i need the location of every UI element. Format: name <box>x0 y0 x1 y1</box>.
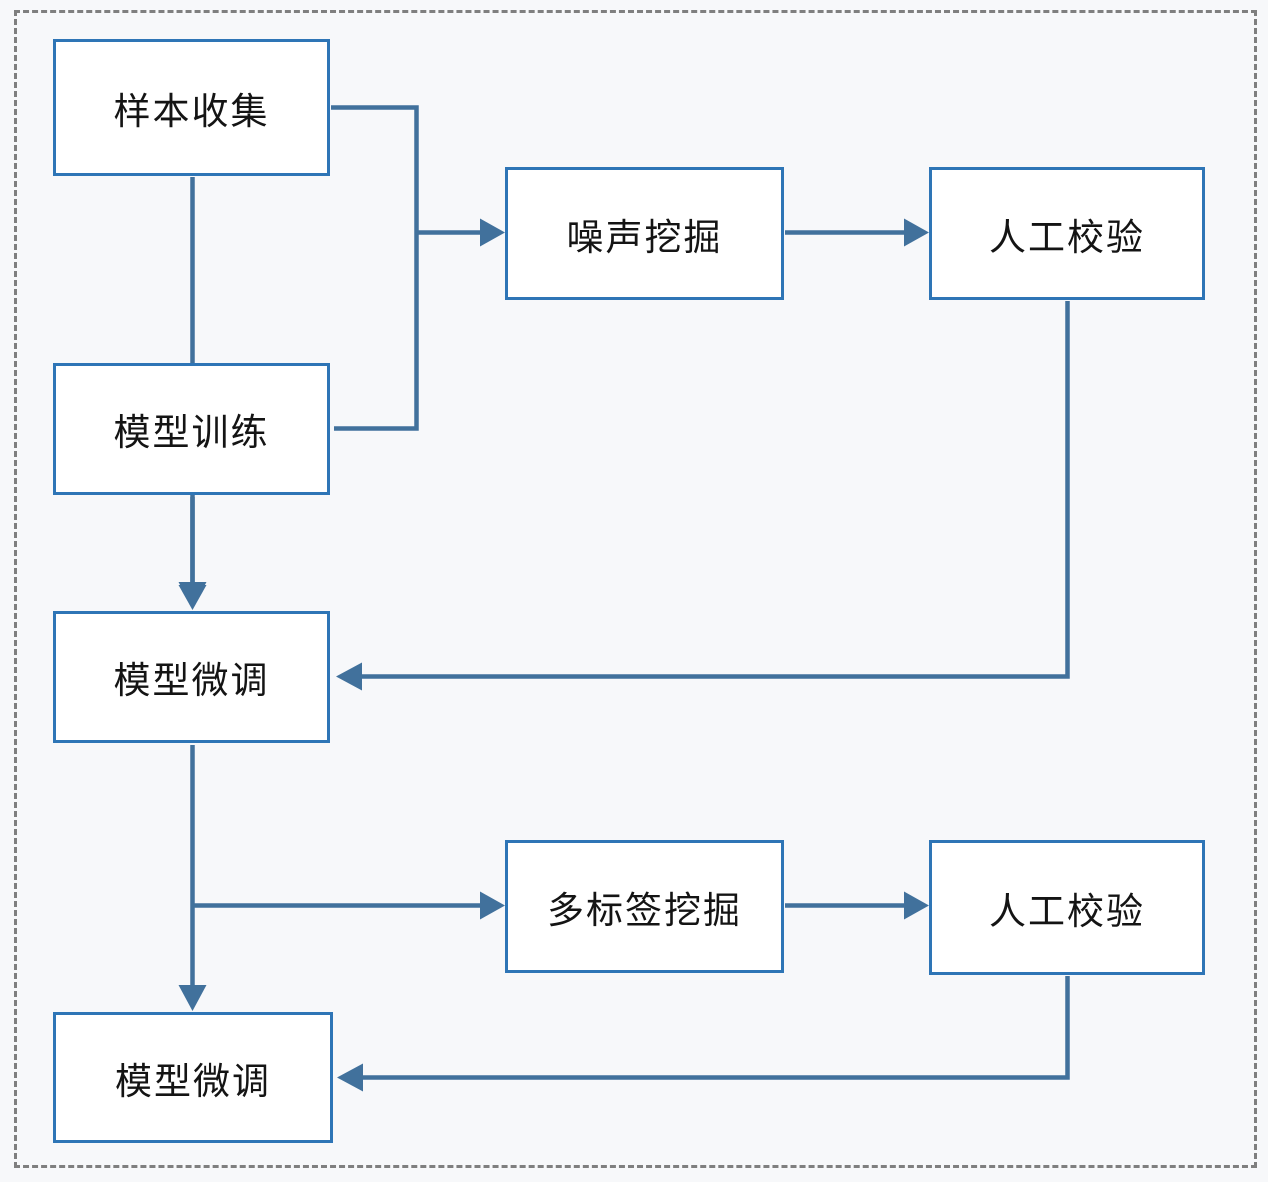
node-manual-check-bottom: 人工校验 <box>929 840 1205 975</box>
node-model-finetune-1-label: 模型微调 <box>113 660 270 701</box>
node-model-finetune-2-label: 模型微调 <box>115 1060 271 1102</box>
arrow-multilabel-to-manual-bottom <box>785 891 929 920</box>
arrow-finetune1-to-finetune2 <box>178 745 207 1011</box>
arrow-manual-top-to-finetune1 <box>336 301 1070 691</box>
node-model-training: 模型训练 <box>53 363 330 495</box>
dashed-outer-frame <box>14 10 1257 1168</box>
node-noise-mining: 噪声挖掘 <box>505 167 784 300</box>
node-manual-check-top-label: 人工校验 <box>989 216 1145 258</box>
arrow-finetune1-to-multilabel <box>192 891 505 920</box>
node-multilabel-mining-label: 多标签挖掘 <box>547 889 742 931</box>
node-multilabel-mining: 多标签挖掘 <box>505 840 784 973</box>
node-model-training-label: 模型训练 <box>113 412 270 453</box>
node-noise-mining-label: 噪声挖掘 <box>566 216 723 258</box>
node-sample-collection-label: 样本收集 <box>113 90 270 132</box>
node-model-finetune-1: 模型微调 <box>53 611 330 743</box>
arrow-training-to-finetune1 <box>178 497 207 610</box>
arrow-merge-to-noise-mining <box>331 105 505 431</box>
node-sample-collection: 样本收集 <box>53 39 330 176</box>
arrow-noise-to-manual-top <box>785 218 929 247</box>
node-model-finetune-2: 模型微调 <box>53 1012 333 1143</box>
arrow-manual-bottom-to-finetune2 <box>337 976 1070 1092</box>
node-manual-check-bottom-label: 人工校验 <box>989 890 1145 932</box>
node-manual-check-top: 人工校验 <box>929 167 1205 300</box>
